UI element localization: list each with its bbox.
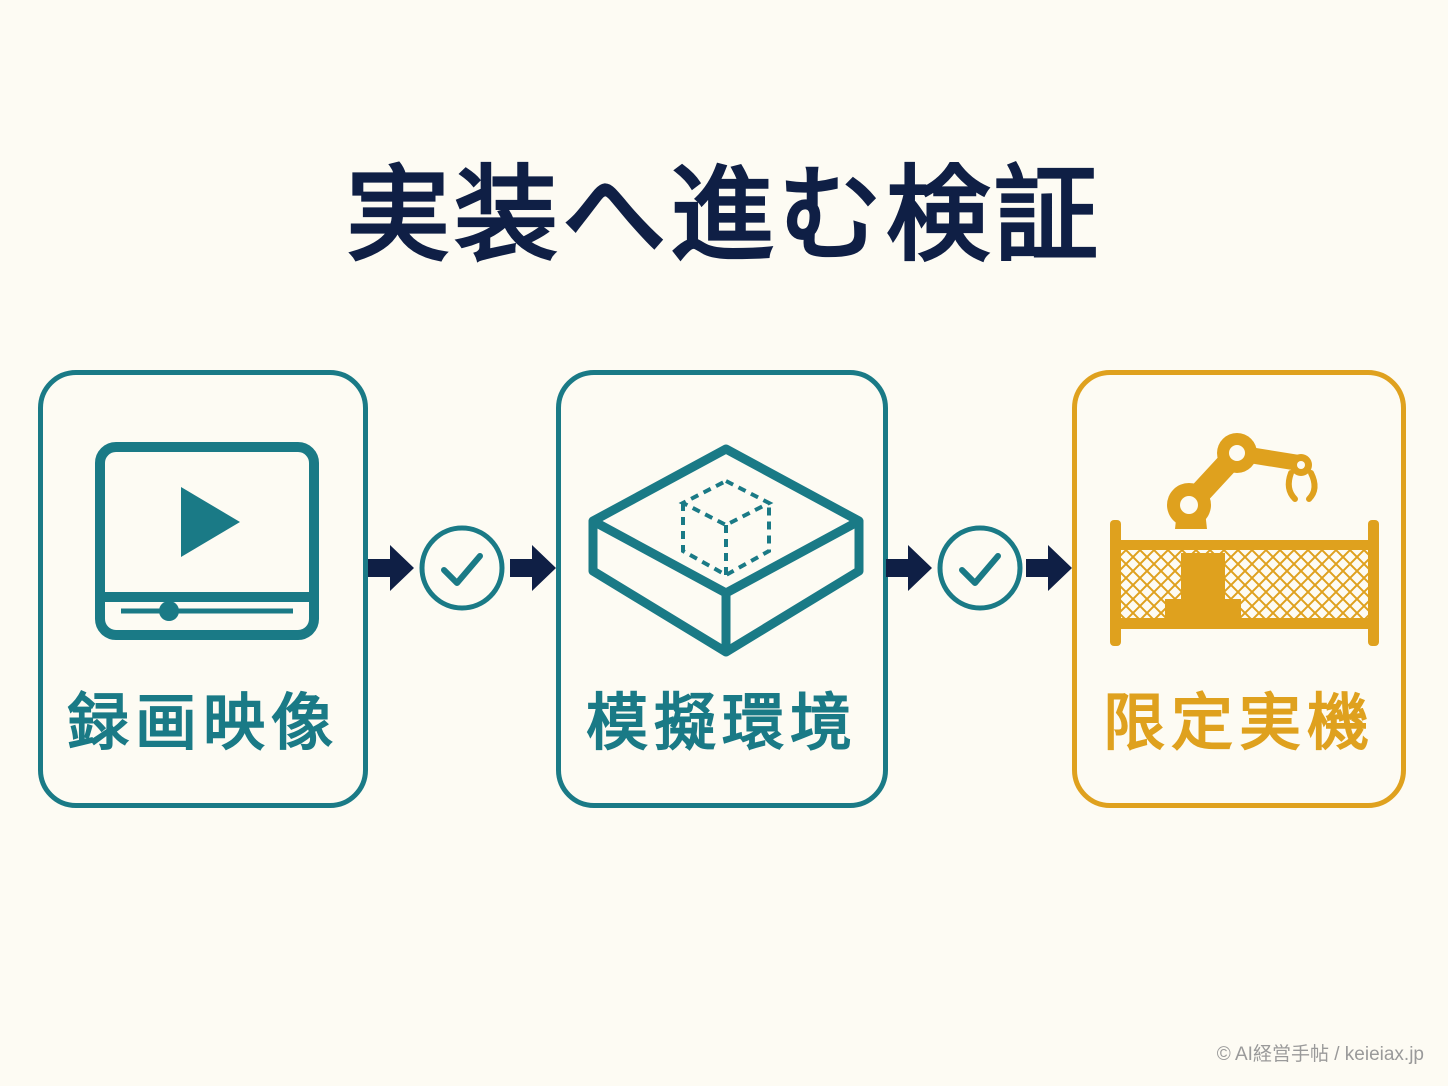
step-label: 模擬環境	[585, 686, 858, 759]
simulation-box-icon	[588, 444, 864, 657]
step-label: 録画映像	[66, 686, 339, 759]
step-card-recorded-video: 録画映像	[38, 370, 368, 808]
video-player-icon	[95, 442, 319, 640]
page-title: 実装へ進む検証	[345, 154, 1102, 276]
check-circle-icon	[419, 525, 505, 611]
arrow-right-icon	[368, 545, 414, 591]
robot-arm-enclosure-icon	[1110, 433, 1379, 646]
credit-text: © AI経営手帖 / keieiax.jp	[1216, 1044, 1424, 1065]
step-connector	[886, 525, 1072, 611]
arrow-right-icon	[886, 545, 932, 591]
step-connector	[368, 525, 556, 611]
step-card-simulated-environment: 模擬環境	[556, 370, 888, 808]
step-label: 限定実機	[1102, 686, 1375, 759]
check-circle-icon	[937, 525, 1023, 611]
arrow-right-icon	[510, 545, 556, 591]
arrow-right-icon	[1026, 545, 1072, 591]
step-card-limited-real-machine: 限定実機	[1072, 370, 1406, 808]
